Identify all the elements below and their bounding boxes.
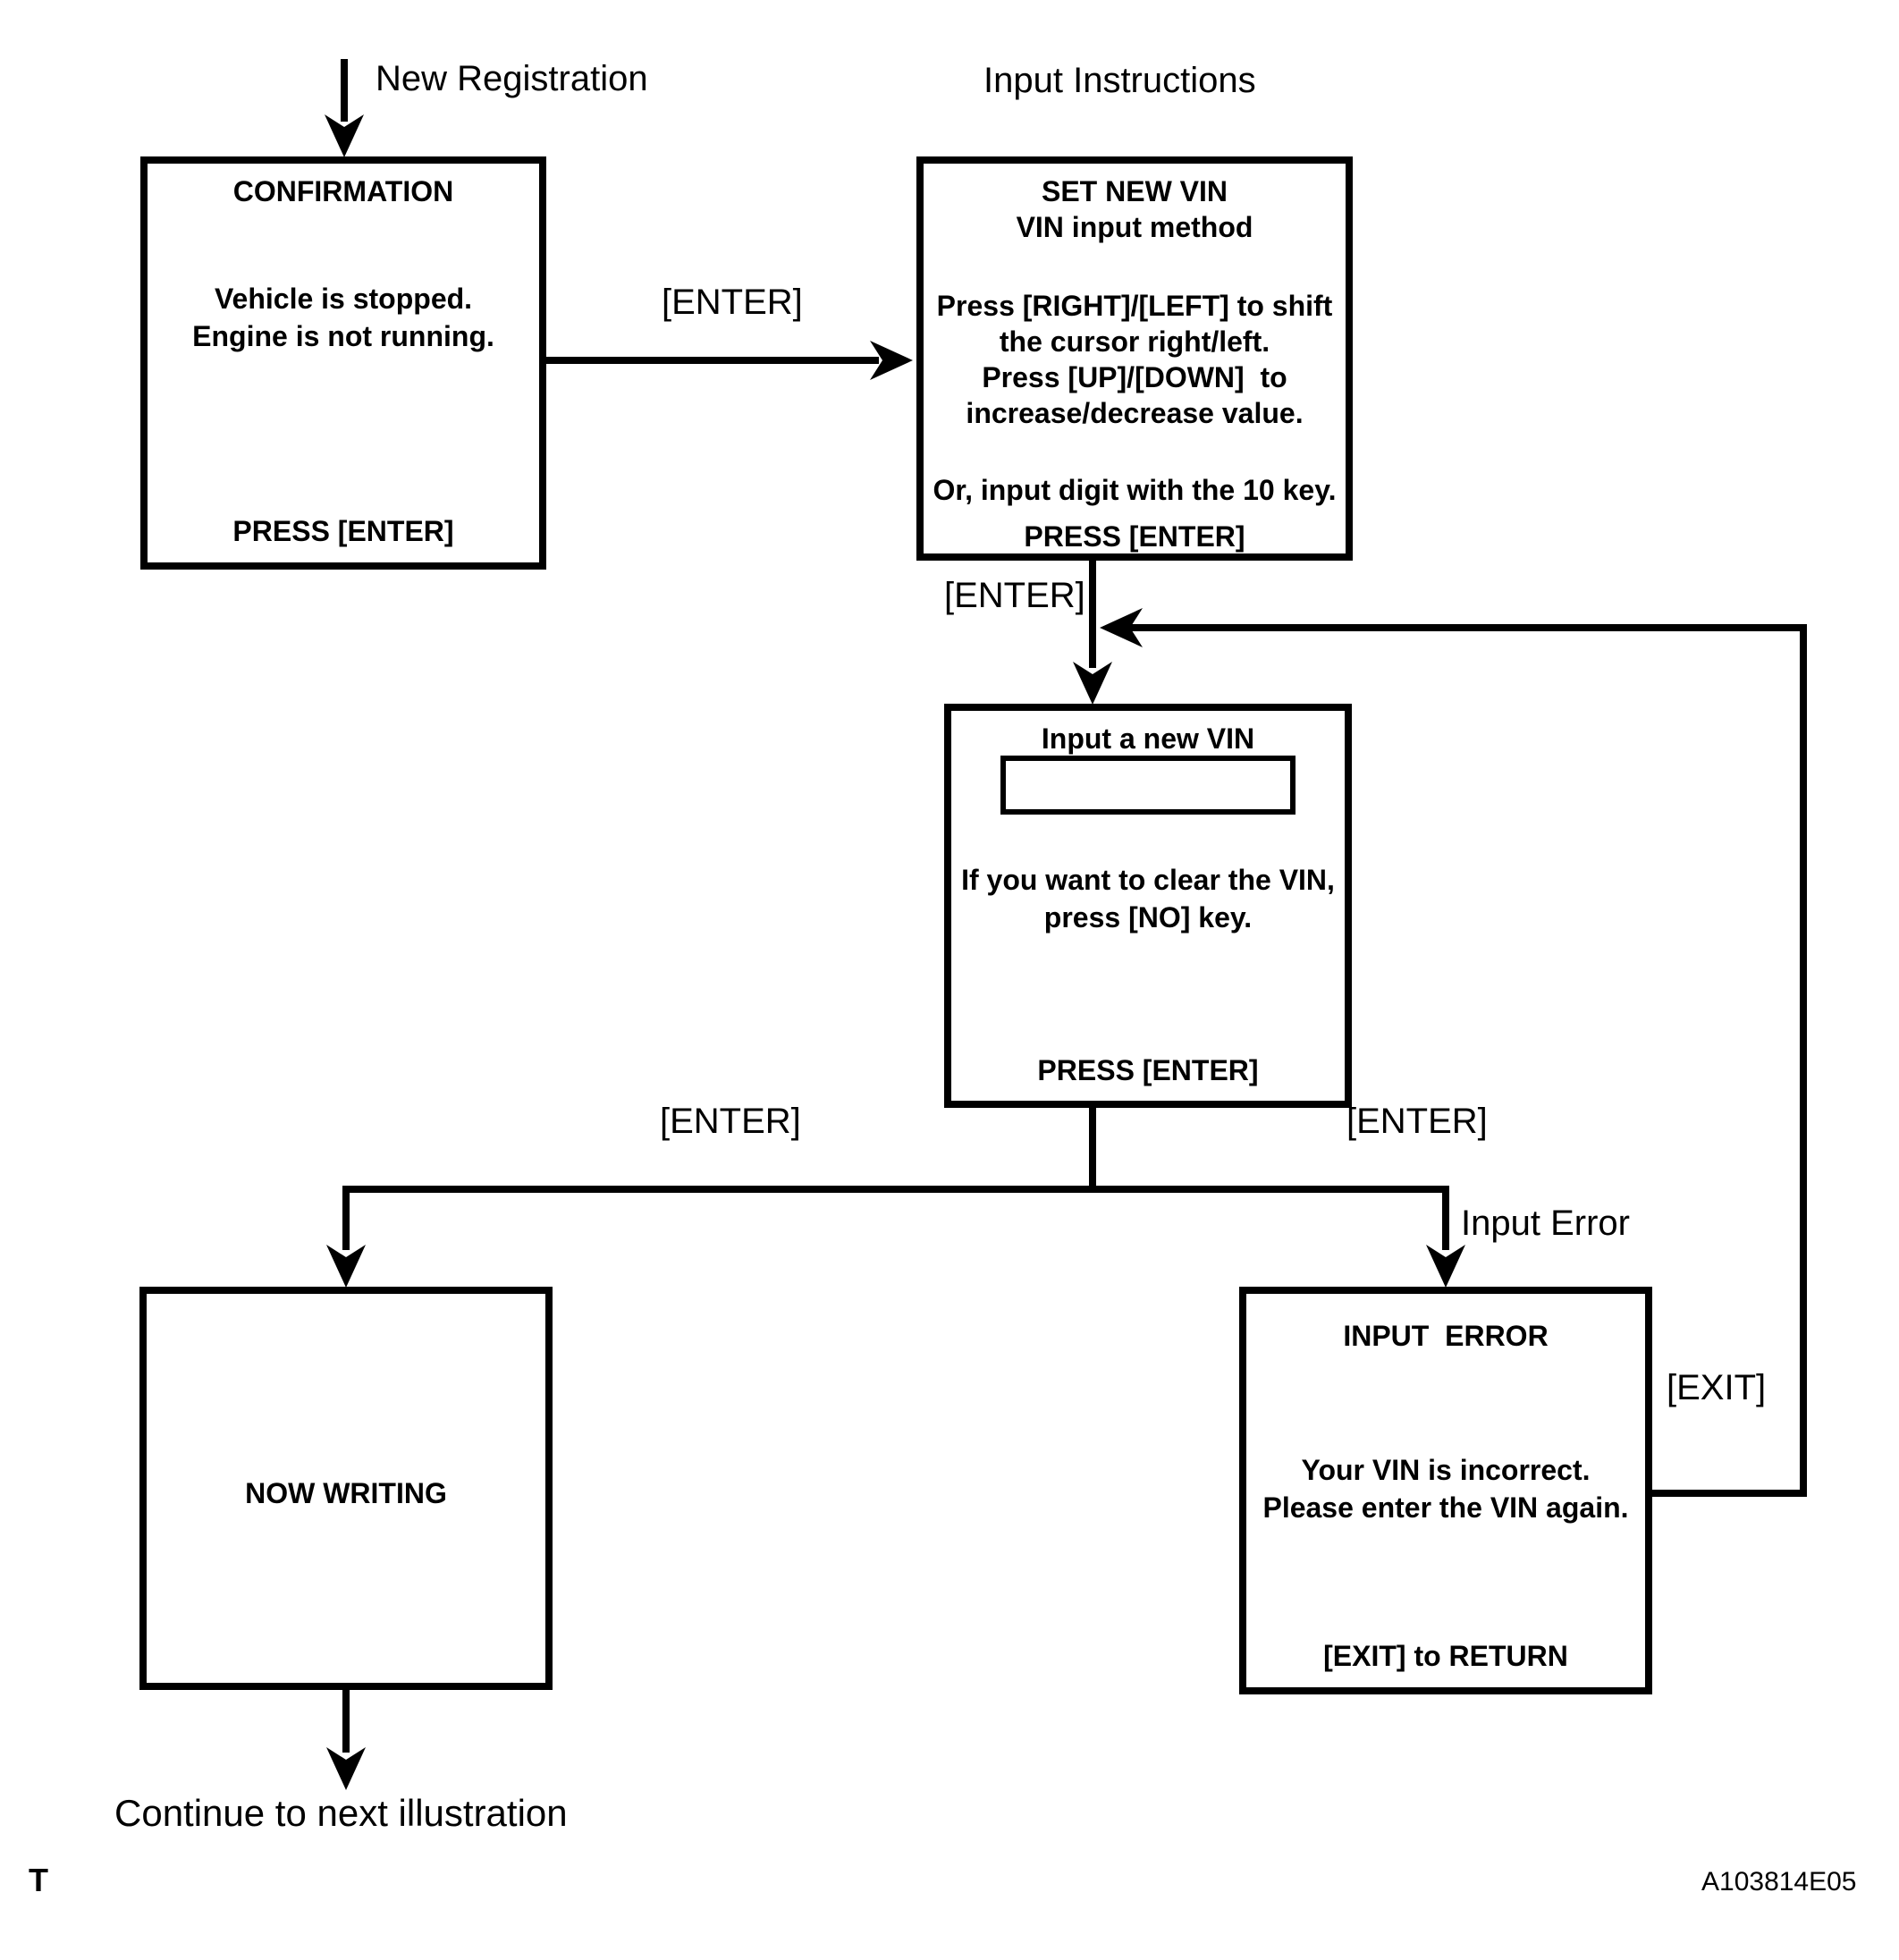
label-input-instructions: Input Instructions bbox=[983, 61, 1256, 100]
label-enter-confirmation-to-set: [ENTER] bbox=[662, 283, 803, 322]
arrowhead-down-continue bbox=[326, 1747, 366, 1790]
connector-return-vertical bbox=[1800, 624, 1807, 1497]
confirmation-line1: Vehicle is stopped. bbox=[214, 283, 473, 315]
confirmation-title: CONFIRMATION bbox=[232, 175, 454, 207]
footer-figure-code: A103814E05 bbox=[1701, 1867, 1857, 1897]
connector-branch-left-vertical bbox=[342, 1186, 350, 1250]
input-error-footer: [EXIT] to RETURN bbox=[1323, 1640, 1568, 1672]
arrowhead-down-into-input-vin bbox=[1073, 662, 1112, 705]
node-input-new-vin: Input a new VIN If you want to clear the… bbox=[944, 704, 1352, 1108]
set-new-vin-body1: Press [RIGHT]/[LEFT] to shift bbox=[936, 290, 1333, 322]
confirmation-footer: PRESS [ENTER] bbox=[232, 515, 454, 547]
confirmation-line2: Engine is not running. bbox=[192, 320, 494, 352]
vin-input-field bbox=[1000, 756, 1296, 815]
node-input-error: INPUT ERROR Your VIN is incorrect. Pleas… bbox=[1239, 1287, 1652, 1694]
input-error-line2: Please enter the VIN again. bbox=[1262, 1491, 1629, 1524]
connector-exit-vertical bbox=[342, 1690, 350, 1753]
set-new-vin-body2: the cursor right/left. bbox=[999, 325, 1270, 358]
set-new-vin-title2: VIN input method bbox=[1016, 211, 1253, 243]
connector-confirmation-to-set bbox=[546, 357, 879, 364]
label-enter-right-branch: [ENTER] bbox=[1346, 1102, 1488, 1141]
connector-branch-horizontal bbox=[342, 1186, 1449, 1193]
set-new-vin-body3: Press [UP]/[DOWN] to bbox=[982, 361, 1287, 393]
now-writing-title: NOW WRITING bbox=[245, 1477, 447, 1509]
label-enter-set-to-input: [ENTER] bbox=[944, 576, 1085, 615]
set-new-vin-body4: increase/decrease value. bbox=[966, 397, 1304, 429]
label-enter-left-branch: [ENTER] bbox=[660, 1102, 801, 1141]
set-new-vin-body5: Or, input digit with the 10 key. bbox=[933, 474, 1337, 506]
connector-entry-vertical bbox=[341, 59, 348, 122]
input-vin-title: Input a new VIN bbox=[1041, 722, 1255, 755]
label-new-registration: New Registration bbox=[376, 59, 648, 98]
node-now-writing: NOW WRITING bbox=[139, 1287, 553, 1690]
arrowhead-down-into-now-writing bbox=[326, 1245, 366, 1288]
arrowhead-down-into-input-error bbox=[1426, 1245, 1465, 1288]
connector-input-to-branch bbox=[1089, 1108, 1096, 1193]
set-new-vin-title1: SET NEW VIN bbox=[1041, 175, 1228, 207]
connector-branch-right-vertical bbox=[1442, 1186, 1449, 1250]
input-vin-hint2: press [NO] key. bbox=[1043, 901, 1253, 934]
input-vin-hint1: If you want to clear the VIN, bbox=[961, 864, 1335, 896]
connector-return-top-horizontal bbox=[1119, 624, 1807, 631]
input-error-title: INPUT ERROR bbox=[1343, 1320, 1549, 1352]
footer-page-mark: T bbox=[29, 1862, 48, 1898]
input-vin-footer: PRESS [ENTER] bbox=[1037, 1054, 1259, 1086]
label-exit: [EXIT] bbox=[1667, 1368, 1767, 1407]
arrowhead-right-into-set-new-vin bbox=[870, 341, 913, 380]
arrowhead-left-return-junction bbox=[1100, 608, 1143, 647]
set-new-vin-footer: PRESS [ENTER] bbox=[1024, 520, 1245, 553]
label-input-error: Input Error bbox=[1461, 1204, 1630, 1243]
input-error-line1: Your VIN is incorrect. bbox=[1301, 1454, 1591, 1486]
label-continue-next-illustration: Continue to next illustration bbox=[114, 1792, 568, 1834]
arrowhead-down-into-confirmation bbox=[325, 114, 364, 157]
node-confirmation: CONFIRMATION Vehicle is stopped. Engine … bbox=[140, 156, 546, 570]
connector-return-bottom bbox=[1652, 1490, 1807, 1497]
node-set-new-vin: SET NEW VIN VIN input method Press [RIGH… bbox=[916, 156, 1353, 561]
connector-set-to-input-vertical bbox=[1089, 561, 1096, 668]
